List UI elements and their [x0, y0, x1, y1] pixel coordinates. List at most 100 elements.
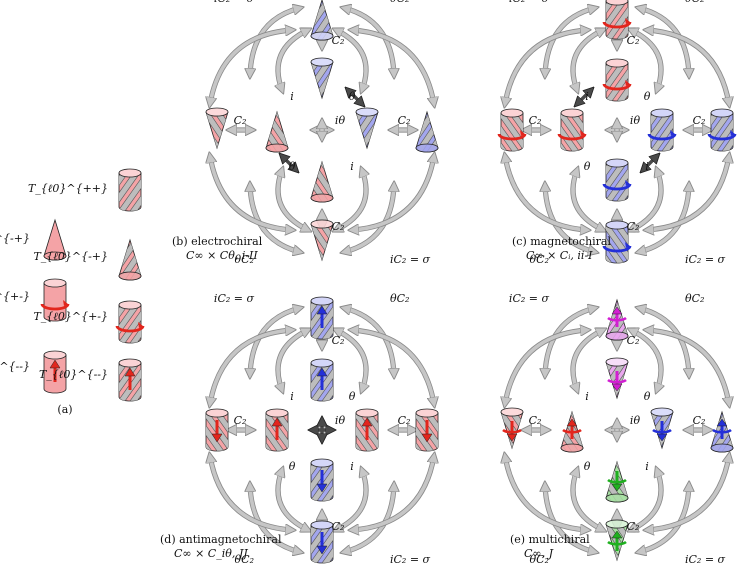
op-label: C₂: [627, 220, 640, 233]
panel-caption-sub: C∞, J: [524, 547, 554, 560]
cylinder-icon: [647, 108, 677, 152]
cylinder-icon: [310, 458, 334, 502]
panel-caption-sub: C∞ × Cᵢ, ii-I: [526, 249, 593, 262]
theta-arrow: [348, 90, 362, 104]
cylinder-icon: [310, 358, 334, 402]
op-label: θ: [584, 460, 591, 473]
cylinder-icon: [355, 408, 379, 452]
edge-label: θC₂: [390, 292, 409, 305]
curved-arrow: [647, 330, 729, 404]
panel-a-label-l: T_{ℓ0}^{++}: [28, 182, 108, 195]
cone-icon: [710, 410, 734, 453]
cylinder-icon: [265, 408, 289, 452]
panel-caption: (b) electrochiral: [172, 235, 263, 248]
op-label: θ: [644, 390, 651, 403]
op-label: C₂: [398, 414, 411, 427]
panel-caption-sub: C∞ × C_iθ, JJ: [174, 547, 248, 560]
curved-arrow: [573, 470, 603, 530]
cylinder-icon: [415, 408, 439, 452]
cylinder-icon: [40, 278, 70, 322]
op-label: iθ: [630, 414, 641, 427]
op-label: C₂: [332, 334, 345, 347]
edge-label: iC₂ = σ: [214, 292, 255, 305]
panel-caption: (e) multichiral: [510, 533, 590, 546]
op-label: C₂: [234, 414, 247, 427]
cylinder-icon: [118, 168, 142, 212]
edge-label: θC₂: [685, 292, 704, 305]
cylinder-icon: [310, 520, 334, 564]
panel-a-label-u: T_{u0}^{+-}: [0, 290, 30, 303]
op-label: i: [645, 160, 649, 173]
curved-arrow: [505, 456, 587, 530]
op-label: θ: [349, 390, 356, 403]
op-label: θ: [289, 460, 296, 473]
edge-label: iC₂ = σ: [509, 0, 550, 5]
cylinder-icon: [602, 220, 632, 264]
theta-arrow: [282, 156, 296, 170]
curved-arrow: [647, 156, 729, 230]
panel-a-label-l: T_{ℓ0}^{--}: [39, 368, 108, 381]
curved-arrow: [352, 30, 434, 104]
panel-a-label-l: T_{ℓ0}^{-+}: [33, 250, 108, 263]
edge-label: θC₂: [235, 253, 254, 266]
edge-label: iC₂ = σ: [685, 253, 726, 266]
op-label: iθ: [335, 114, 346, 127]
curved-arrow: [573, 170, 603, 230]
cylinder-icon: [602, 158, 632, 202]
panel-caption: (c) magnetochiral: [512, 235, 611, 248]
op-label: C₂: [693, 414, 706, 427]
curved-arrow: [573, 30, 603, 90]
i-arrow: [643, 156, 657, 170]
op-label: C₂: [693, 114, 706, 127]
panel-caption-sub: C∞ × Cθ, i-II: [186, 249, 258, 262]
object-layer: [40, 0, 737, 564]
op-label: iθ: [630, 114, 641, 127]
curved-arrow: [210, 30, 292, 104]
curved-arrow: [210, 456, 292, 530]
op-label: C₂: [332, 520, 345, 533]
op-label: C₂: [234, 114, 247, 127]
edge-label: iC₂ = σ: [685, 553, 726, 565]
cylinder-icon: [118, 358, 142, 402]
cylinder-icon: [205, 408, 229, 452]
curved-arrow: [278, 470, 308, 530]
op-label: C₂: [529, 414, 542, 427]
panel-a-caption: (a): [57, 403, 72, 416]
curved-arrow: [505, 330, 587, 404]
op-label: i: [585, 390, 589, 403]
curved-arrow: [210, 330, 292, 404]
edge-label: θC₂: [390, 0, 409, 5]
curved-arrow: [505, 30, 587, 104]
edge-label: iC₂ = σ: [509, 292, 550, 305]
op-label: C₂: [332, 220, 345, 233]
op-label: C₂: [398, 114, 411, 127]
edge-label: iC₂ = σ: [390, 553, 431, 565]
cone-icon: [43, 218, 67, 261]
op-label: i: [350, 160, 354, 173]
panel-a-label-u: T_{u0}^{--}: [0, 360, 30, 373]
op-label: i: [290, 90, 294, 103]
panel-a-label-u: T_{u0}^{-+}: [0, 232, 30, 245]
cylinder-icon: [602, 0, 632, 40]
curved-arrow: [647, 456, 729, 530]
cylinder-icon: [602, 58, 632, 102]
op-label: i: [585, 90, 589, 103]
curved-arrow: [352, 330, 434, 404]
edge-label: θC₂: [530, 253, 549, 266]
cylinder-icon: [707, 108, 737, 152]
cylinder-icon: [43, 350, 67, 394]
edge-label: θC₂: [235, 553, 254, 565]
op-label: C₂: [627, 520, 640, 533]
edge-label: θC₂: [530, 553, 549, 565]
cylinder-icon: [497, 108, 527, 152]
edge-label: iC₂ = σ: [390, 253, 431, 266]
curved-arrow: [278, 170, 308, 230]
curved-arrow: [210, 156, 292, 230]
i-arrow: [577, 90, 591, 104]
panel-a-label-l: T_{ℓ0}^{+-}: [33, 310, 108, 323]
op-label: θ: [644, 90, 651, 103]
op-label: i: [350, 460, 354, 473]
op-label: C₂: [332, 34, 345, 47]
curved-arrow: [573, 330, 603, 390]
text-layer: (a) T_{u0}^{-+} T_{u0}^{+-} T_{u0}^{--} T_{ℓ…: [0, 0, 726, 565]
